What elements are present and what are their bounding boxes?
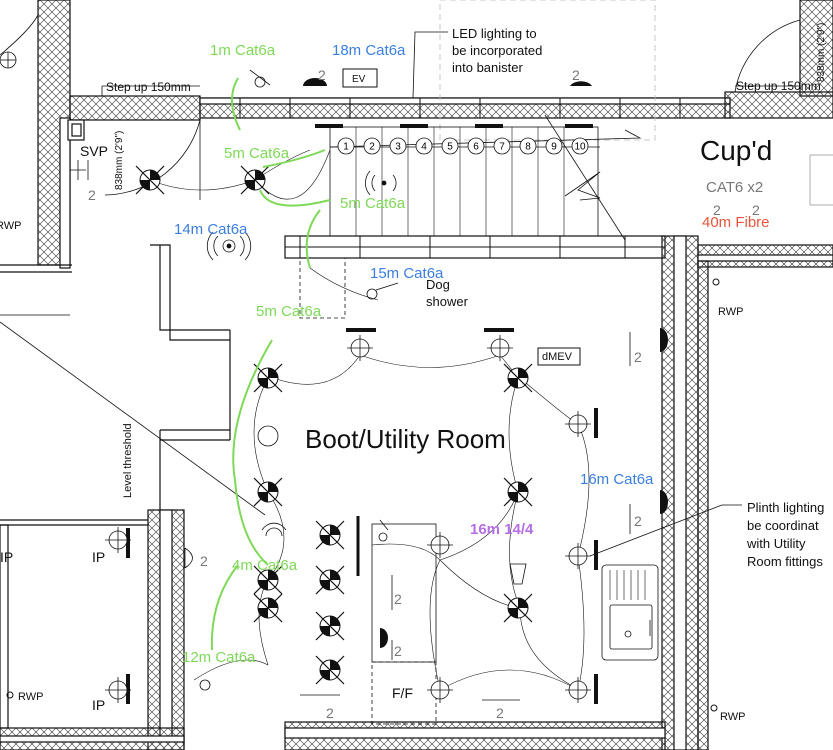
stair-tread-number: 1: [343, 142, 349, 153]
ip-label-left: IP: [0, 549, 13, 565]
plinth-note-2: be coordinat: [747, 518, 819, 533]
stair-tread-number: 8: [525, 142, 531, 153]
stair-tread-marker: [545, 137, 563, 155]
stair-tread-number: 10: [574, 142, 586, 153]
rwp-right-top: RWP: [718, 306, 743, 318]
ev-box: [342, 68, 378, 88]
outlet-2: 2: [634, 513, 642, 529]
dog-shower-1: Dog: [426, 277, 450, 292]
dmev-box: [537, 347, 581, 366]
green-cable-runs: [210, 77, 331, 651]
rwp-marker: [6, 691, 14, 699]
rwp-right-bottom: RWP: [720, 711, 745, 723]
led-note-3: into banister: [452, 60, 523, 75]
cable-label-5m-green-a: 5m Cat6a: [224, 145, 290, 162]
ev-label: EV: [352, 74, 366, 85]
ip-label-mid: IP: [92, 549, 105, 565]
outlet-2: 2: [326, 705, 334, 721]
outlet-2: 2: [752, 202, 760, 218]
door-dim-left: 838mm (2'9"): [114, 131, 125, 190]
cable-label-5m-green-c: 5m Cat6a: [256, 303, 322, 320]
outlet-2: 2: [200, 553, 208, 569]
stair-tread-marker: [363, 137, 381, 155]
cable-label-5m-green-b: 5m Cat6a: [340, 195, 406, 212]
stair-tread-marker: [415, 137, 433, 155]
step-up-left: Step up 150mm: [106, 80, 191, 94]
ff-label: F/F: [392, 685, 413, 701]
cupboard-title: Cup'd: [700, 135, 772, 166]
cable-label-14m-blue: 14m Cat6a: [174, 221, 248, 238]
stair-tread-marker: [519, 137, 537, 155]
data-outlets: [70, 69, 631, 701]
cable-label-15m-blue: 15m Cat6a: [370, 265, 444, 282]
level-threshold: Level threshold: [122, 423, 134, 498]
outlet-2: 2: [394, 591, 402, 607]
outlet-2: 2: [88, 187, 96, 203]
stair-tread-marker: [467, 137, 485, 155]
dmev-label: dMEV: [542, 351, 573, 363]
outlet-2: 2: [634, 349, 642, 365]
switch-plates: [126, 78, 668, 704]
stair-tread-marker: [493, 137, 511, 155]
doors: [0, 0, 833, 725]
rwp-marker: [710, 704, 718, 712]
cable-label-40m-fibre: 40m Fibre: [702, 214, 770, 231]
stair-tread-number: 3: [395, 142, 401, 153]
stair-tread-number: 4: [421, 142, 427, 153]
outlet-2: 2: [318, 67, 326, 83]
plinth-note-1: Plinth lighting: [747, 500, 824, 515]
plinth-note-3: with Utility: [746, 536, 806, 551]
stair-numbers: 1 2 3 4 5 6 7 8 9 10: [337, 137, 589, 155]
door-dim-right: 838mm (2'9"): [816, 23, 827, 82]
cable-label-18m-blue: 18m Cat6a: [332, 42, 406, 59]
rwp-left-bottom: RWP: [18, 691, 43, 703]
led-note-2: be incorporated: [452, 43, 542, 58]
outlet-2: 2: [713, 202, 721, 218]
stair-tread-marker: [571, 137, 589, 155]
outlet-2: 2: [572, 67, 580, 83]
cable-label-16m-blue: 16m Cat6a: [580, 471, 654, 488]
stair-tread-number: 5: [447, 142, 453, 153]
ip-label-bottom: IP: [92, 697, 105, 713]
labels: Boot/Utility Room Cup'd CAT6 x2 SVP EV d…: [0, 23, 827, 723]
rwp-left-top: RWP: [0, 220, 21, 232]
cable-label-16m-purple: 16m 14/4: [470, 521, 534, 538]
stair-tread-number: 9: [551, 142, 557, 153]
cable-label-1m-green: 1m Cat6a: [210, 42, 276, 59]
stair-tread-marker: [337, 137, 355, 155]
plinth-note-4: Room fittings: [747, 554, 823, 569]
outlet-2: 2: [496, 705, 504, 721]
stair-tread-marker: [389, 137, 407, 155]
stair-tread-number: 7: [499, 142, 505, 153]
step-up-right: Step up 150mm: [736, 79, 821, 93]
stair-tread-marker: [441, 137, 459, 155]
stair-tread-number: 2: [369, 142, 375, 153]
outlet-2: 2: [394, 643, 402, 659]
room-title: Boot/Utility Room: [305, 424, 506, 454]
dog-shower-2: shower: [426, 294, 469, 309]
wifi-access-points: [206, 170, 527, 585]
rwp-marker: [712, 278, 720, 286]
stair-tread-number: 6: [473, 142, 479, 153]
led-note-1: LED lighting to: [452, 26, 537, 41]
cupboard-cat6: CAT6 x2: [706, 179, 763, 196]
cable-label-12m-green: 12m Cat6a: [182, 649, 256, 666]
cable-label-4m-green: 4m Cat6a: [232, 557, 298, 574]
svp-label: SVP: [80, 143, 108, 159]
